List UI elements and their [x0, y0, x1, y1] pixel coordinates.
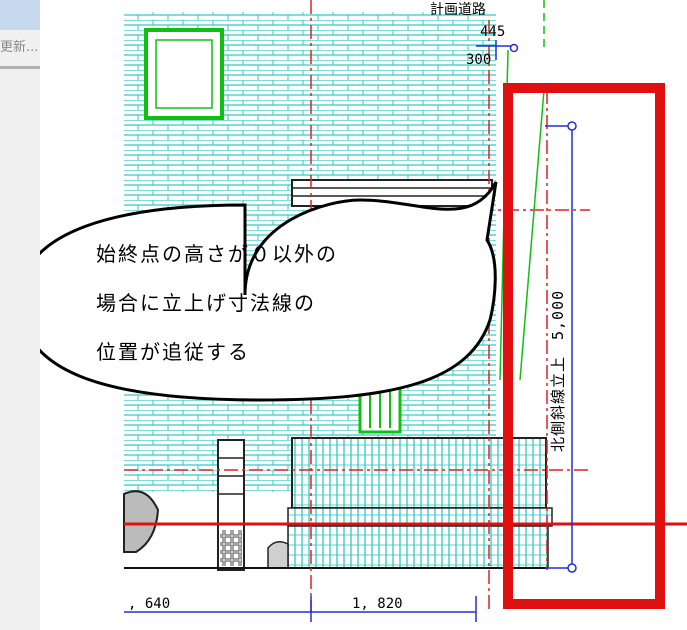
dim-value-300: 300: [466, 52, 491, 68]
dim-value-445: 445: [480, 24, 505, 40]
top-fragment-label: 計画道路: [430, 2, 486, 18]
green-line-2: [519, 89, 545, 381]
bottom-dimension: [124, 596, 477, 622]
rise-dimension: [545, 121, 577, 573]
gate-post: [217, 439, 245, 571]
callout-line-3: 位置が追従する: [96, 340, 250, 364]
callout-line-1: 始終点の高さが０以外の: [96, 242, 338, 266]
top-dimension: [476, 40, 519, 60]
window: [144, 28, 224, 120]
callout-line-2: 場合に立上げ寸法線の: [96, 291, 316, 315]
shrub: [123, 490, 289, 569]
dim-value-640: , 640: [128, 596, 170, 612]
callout-bubble: 始終点の高さが０以外の 場合に立上げ寸法線の 位置が追従する: [40, 181, 498, 402]
left-panel: 更新...: [0, 0, 41, 630]
panel-header: [0, 0, 40, 30]
cad-drawing-canvas[interactable]: 445 300 計画道路 北側斜線立上 5,000 , 640 1, 820 始…: [40, 0, 687, 630]
highlight-box: [503, 83, 665, 609]
dim-value-1820: 1, 820: [352, 596, 403, 612]
panel-separator: [0, 66, 40, 69]
rise-dimension-label: 北側斜線立上 5,000: [549, 290, 567, 452]
update-button[interactable]: 更新...: [0, 40, 39, 55]
